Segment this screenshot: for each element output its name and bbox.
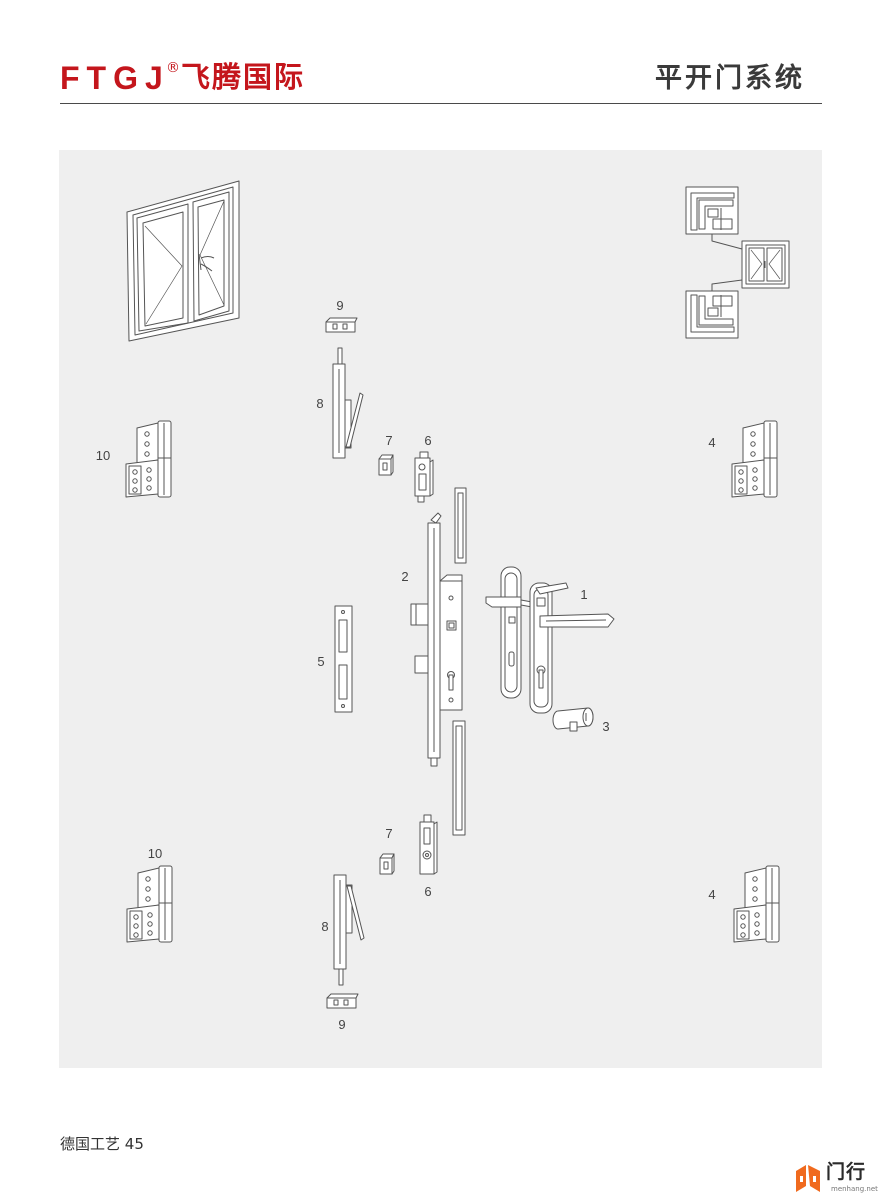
profile-section-diagram xyxy=(685,186,790,339)
watermark-logo: 门行 menhang.net xyxy=(794,1161,878,1195)
callout-number: 10 xyxy=(96,448,110,463)
section-title: 平开门系统 xyxy=(655,63,805,94)
keeper-block-top xyxy=(378,454,394,476)
brand-logo: FTGJ ® 飞腾国际 xyxy=(0,0,320,100)
callout-number: 9 xyxy=(338,1017,345,1032)
logo-mark: FTGJ xyxy=(60,60,170,96)
strike-plate-bottom xyxy=(452,720,466,836)
callout-number: 9 xyxy=(336,298,343,313)
lock-cylinder xyxy=(552,707,594,732)
registered-mark: ® xyxy=(166,60,180,76)
callout-number: 10 xyxy=(148,846,162,861)
flush-bolt-bottom xyxy=(333,874,365,986)
callout-number: 3 xyxy=(602,719,609,734)
watermark-site: menhang.net xyxy=(831,1185,878,1193)
hinge-left-bottom xyxy=(126,865,173,943)
callout-number: 5 xyxy=(317,654,324,669)
keeper-block-bottom xyxy=(379,853,395,875)
watermark-brand: 门行 xyxy=(826,1161,867,1183)
callout-number: 6 xyxy=(424,433,431,448)
strike-plate-center xyxy=(334,605,353,713)
strike-plate-top xyxy=(454,487,467,564)
door-illustration xyxy=(126,180,240,342)
hinge-right-bottom xyxy=(733,865,780,943)
company-name: 飞腾国际 xyxy=(181,60,306,94)
callout-number: 6 xyxy=(424,884,431,899)
strike-block-top xyxy=(325,317,358,333)
callout-number: 7 xyxy=(385,826,392,841)
roller-keeper-top xyxy=(414,451,434,503)
callout-number: 4 xyxy=(708,435,715,450)
roller-keeper-bottom xyxy=(419,814,438,875)
callout-number: 7 xyxy=(385,433,392,448)
callout-number: 2 xyxy=(401,569,408,584)
hinge-right-top xyxy=(731,420,778,498)
footer-text: 德国工艺 xyxy=(60,1135,121,1153)
multipoint-lock-gearbox xyxy=(410,512,463,767)
callout-number: 1 xyxy=(580,587,587,602)
page-number: 45 xyxy=(124,1135,144,1153)
flush-bolt-top xyxy=(332,347,364,459)
handle-set xyxy=(485,566,615,714)
callout-number: 8 xyxy=(316,396,323,411)
callout-number: 8 xyxy=(321,919,328,934)
footer-label: 德国工艺 45 xyxy=(60,1137,144,1152)
callout-number: 4 xyxy=(708,887,715,902)
watermark-icon xyxy=(796,1165,820,1192)
hinge-left-top xyxy=(125,420,172,498)
strike-block-bottom xyxy=(326,993,359,1009)
header-rule xyxy=(60,103,822,104)
